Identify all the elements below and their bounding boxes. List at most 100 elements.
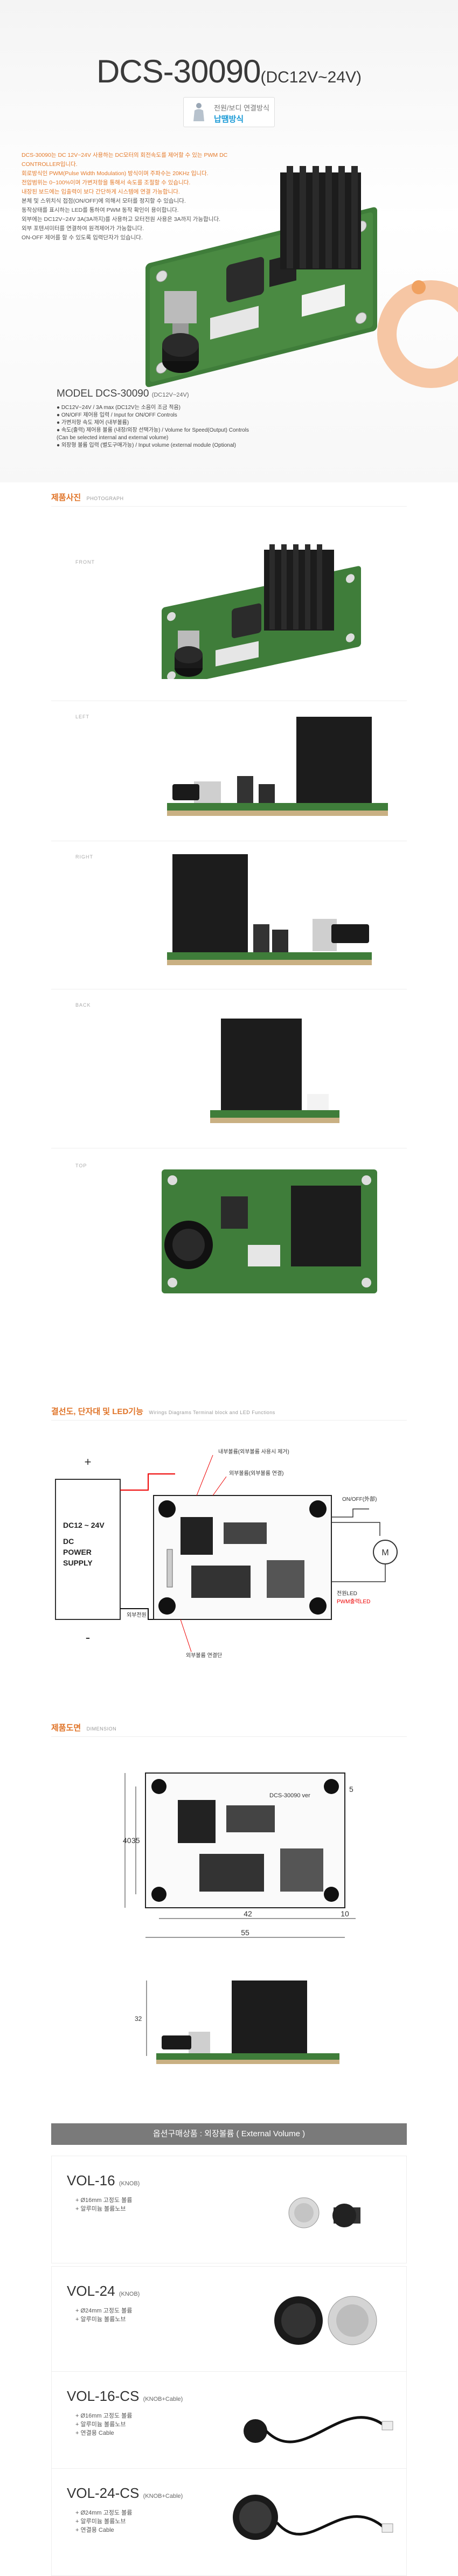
heatsink [280, 166, 361, 269]
supply-minus-label: - [86, 1629, 91, 1645]
option-name: VOL-24 (KNOB) [67, 2283, 140, 2300]
dim-width-total: 55 [241, 1928, 249, 1937]
option-spec-line: + 연결용 Cable [75, 2527, 114, 2533]
desc-line: 본체 및 스위치식 접점(ON/OFF)에 의해서 모터를 정지할 수 있습니다… [22, 198, 186, 204]
option-model: VOL-24 [67, 2283, 115, 2299]
model-sub: (DC12V~24V) [151, 392, 189, 398]
feature-item: ● 외장형 볼륨 입력 (별도구매가능) / Input volume (ext… [57, 442, 236, 448]
option-specs: + Ø16mm 고정도 볼륨 + 알루미늄 볼륨노브 + 연결용 Cable [75, 2412, 132, 2437]
desc-line: ON-OFF 제어를 할 수 있도록 입력단자가 있습니다. [22, 234, 143, 241]
feature-item: ● ON/OFF 제어용 입력 / Input for ON/OFF Contr… [57, 412, 177, 418]
section-title: 제품사진 [51, 493, 81, 502]
badge-line-1: 전원/보디 연결방식 [214, 104, 269, 112]
option-spec-line: + Ø16mm 고정도 볼륨 [75, 2197, 133, 2204]
option-tag: (KNOB+Cable) [143, 2396, 183, 2402]
dimension-drawing-side: 32 [135, 1981, 339, 2064]
ext-volume-terminal-label: 외부볼륨 연결단 [186, 1652, 222, 1659]
board-label: DCS-30090 ver [269, 1792, 310, 1799]
option-tag: (KNOB+Cable) [143, 2493, 183, 2499]
ext-volume-label: 내부볼륨(외부볼륨 사용시 제거) [218, 1449, 289, 1455]
photo-label-back: BACK [75, 1002, 91, 1008]
feature-item: ● DC12V~24V / 3A max (DC12V는 소음이 조금 적음) [57, 405, 181, 411]
decorative-dot [412, 280, 426, 294]
option-card-vol-16-cs[interactable]: VOL-16-CS (KNOB+Cable) + Ø16mm 고정도 볼륨 + … [51, 2371, 407, 2479]
option-tag: (KNOB) [119, 2180, 140, 2187]
model-label: MODEL DCS-30090 (DC12V~24V) [57, 388, 189, 400]
desc-line: 전압범위는 0~100%이며 가변저항을 통해서 속도를 조절할 수 있습니다. [22, 179, 191, 186]
hero-product-image [145, 166, 377, 387]
desc-line: 동작상태를 표시하는 LED를 통하여 PWM 동작 확인이 용이합니다. [22, 207, 179, 213]
option-name: VOL-16 (KNOB) [67, 2172, 140, 2189]
hero-banner: DCS-30090(DC12V~24V) 전원/보디 연결방식 납땜방식 DCS… [0, 0, 458, 482]
supply-power-label: POWER [63, 1548, 92, 1556]
section-subtitle: Wirings Diagrams Terminal block and LED … [149, 1410, 275, 1415]
option-spec-line: + 알루미늄 볼륨노브 [75, 2206, 126, 2212]
feature-list: ● DC12V~24V / 3A max (DC12V는 소음이 조금 적음) … [57, 404, 249, 449]
photo-left [167, 717, 388, 816]
section-subtitle: PHOTOGRAPH [86, 496, 124, 501]
ext-note-label: 외부볼륨(외부볼륨 연결) [229, 1470, 283, 1477]
option-image-vol-16 [288, 2197, 360, 2228]
option-spec-line: + 알루미늄 볼륨노브 [75, 2518, 126, 2525]
feature-item: ● 가변저항 속도 제어 (내부볼륨) [57, 420, 129, 426]
dim-height-total: 40 [123, 1836, 131, 1845]
power-led-label: 전원LED [337, 1590, 357, 1597]
product-description: DCS-30090는 DC 12V~24V 사용하는 DC모터의 회전속도를 제… [22, 151, 253, 243]
desc-line: DCS-30090는 DC 12V~24V 사용하는 DC모터의 회전속도를 제… [22, 152, 228, 168]
person-icon [193, 103, 204, 121]
supply-dc-label: DC [63, 1537, 74, 1546]
options-header: 옵션구매상품 : 외장볼륨 ( External Volume ) [51, 2123, 407, 2145]
photo-back [210, 1019, 339, 1123]
photo-label-front: FRONT [75, 559, 95, 565]
photo-label-right: RIGHT [75, 854, 93, 860]
photo-label-top: TOP [75, 1163, 87, 1168]
dim-hole-offset: 5 [349, 1785, 353, 1793]
supply-plus-label: + [85, 1455, 92, 1469]
connection-badge: 전원/보디 연결방식 납땜방식 [183, 97, 275, 127]
dim-width-edge: 10 [341, 1909, 349, 1918]
option-model: VOL-16 [67, 2172, 115, 2189]
option-model: VOL-16-CS [67, 2388, 140, 2404]
option-model: VOL-24-CS [67, 2485, 140, 2501]
option-card-vol-16[interactable]: VOL-16 (KNOB) + Ø16mm 고정도 볼륨 + 알루미늄 볼륨노브 [51, 2156, 407, 2263]
option-spec-line: + 알루미늄 볼륨노브 [75, 2421, 126, 2428]
photo-front [162, 544, 361, 679]
model-name: MODEL DCS-30090 [57, 388, 149, 399]
desc-line: 외부 포텐셔미터를 연결하여 원격제어가 가능합니다. [22, 225, 144, 232]
option-spec-line: + 연결용 Cable [75, 2430, 114, 2436]
dim-height-holes: 35 [131, 1836, 140, 1845]
section-subtitle: DIMENSION [86, 1726, 117, 1732]
on-off-label: ON/OFF(外部) [342, 1495, 377, 1502]
option-specs: + Ø16mm 고정도 볼륨 + 알루미늄 볼륨노브 [75, 2196, 132, 2213]
option-name: VOL-24-CS (KNOB+Cable) [67, 2485, 183, 2502]
option-card-vol-24[interactable]: VOL-24 (KNOB) + Ø24mm 고정도 볼륨 + 알루미늄 볼륨노브 [51, 2266, 407, 2374]
section-title: 결선도, 단자대 및 LED기능 [51, 1407, 143, 1416]
knob [162, 291, 199, 373]
supply-voltage-label: DC12 ~ 24V [63, 1521, 105, 1529]
feature-item: ● 속도(출력) 제어용 볼륨 (내장/외장 선택가능) / Volume fo… [57, 427, 249, 433]
option-specs: + Ø24mm 고정도 볼륨 + 알루미늄 볼륨노브 [75, 2307, 132, 2324]
badge-line-2: 납땜방식 [214, 115, 244, 124]
feature-item: (Can be selected internal and external v… [57, 435, 169, 441]
option-image-vol-16-cs [244, 2416, 393, 2443]
external-power-label: 외부전원 [127, 1612, 147, 1618]
option-card-vol-24-cs[interactable]: VOL-24-CS (KNOB+Cable) + Ø24mm 고정도 볼륨 + … [51, 2468, 407, 2576]
photo-label-left: LEFT [75, 714, 90, 719]
desc-line: 외부에는 DC12V~24V 3A(3A까지)를 사용하고 모터전원 사용은 3… [22, 216, 221, 223]
option-spec-line: + Ø24mm 고정도 볼륨 [75, 2510, 133, 2516]
section-title: 제품도면 [51, 1723, 81, 1733]
option-image-vol-24-cs [233, 2495, 393, 2540]
wiring-diagram: + - DC12 ~ 24V DC POWER SUPPLY 내부볼륨(외부볼륨… [55, 1449, 398, 1659]
dim-height-side: 32 [135, 2015, 142, 2023]
option-name: VOL-16-CS (KNOB+Cable) [67, 2388, 183, 2405]
wiring-section-header: 결선도, 단자대 및 LED기능 Wirings Diagrams Termin… [51, 1405, 407, 1421]
product-model-name: DCS-30090 [96, 53, 261, 89]
option-spec-line: + Ø24mm 고정도 볼륨 [75, 2308, 133, 2314]
photo-section-header: 제품사진 PHOTOGRAPH [51, 491, 407, 507]
option-spec-line: + 알루미늄 볼륨노브 [75, 2316, 126, 2323]
option-image-vol-24 [274, 2296, 377, 2345]
product-title: DCS-30090(DC12V~24V) [0, 53, 458, 90]
product-voltage-range: (DC12V~24V) [260, 68, 362, 86]
motor-symbol: M [381, 1548, 388, 1557]
dimension-drawing-top: DCS-30090 ver 42 10 55 40 35 5 [123, 1772, 356, 1938]
